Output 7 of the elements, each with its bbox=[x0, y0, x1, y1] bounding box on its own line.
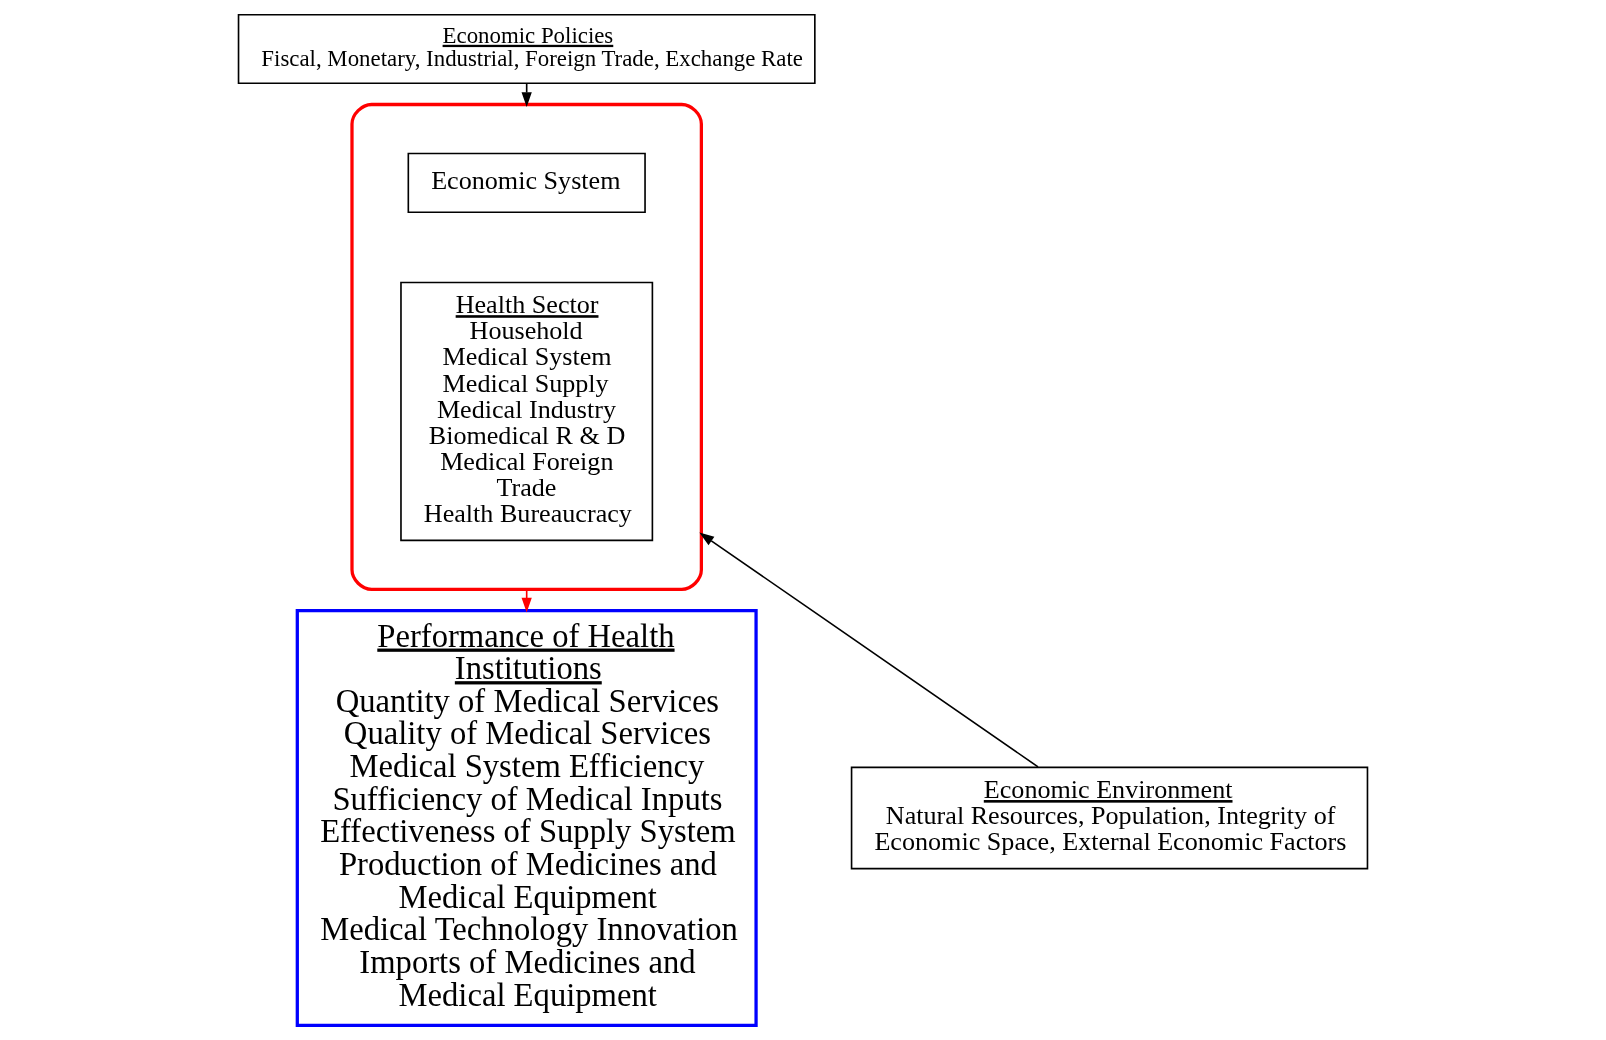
node-box: Health Sector Household Medical System Medical Supply Medical Industry Biomedical R & D Medical Foreign Trade Health Bureaucracy bbox=[400, 281, 654, 542]
node-box: Economic Policies Fiscal, Monetary, Industrial, Foreign Trade, Exchange Rate bbox=[237, 13, 816, 85]
node-box: Performance of Health Institutions Quantity of Medical Services Quality of Medical Services Medical System Efficiency Sufficiency of Medical Inputs Effectiveness of Supply System Production of Medicines and Medical Equipment Medical Technology Innovation Imports of Medicines and Medical Equipment bbox=[295, 608, 758, 1027]
arrow bbox=[699, 532, 1039, 768]
node-box: Economic Environment Natural Resources, Population, Integrity of Economic Space, External Economic Factors bbox=[850, 766, 1369, 870]
cluster bbox=[350, 102, 703, 592]
node-box: Economic System bbox=[407, 152, 646, 214]
